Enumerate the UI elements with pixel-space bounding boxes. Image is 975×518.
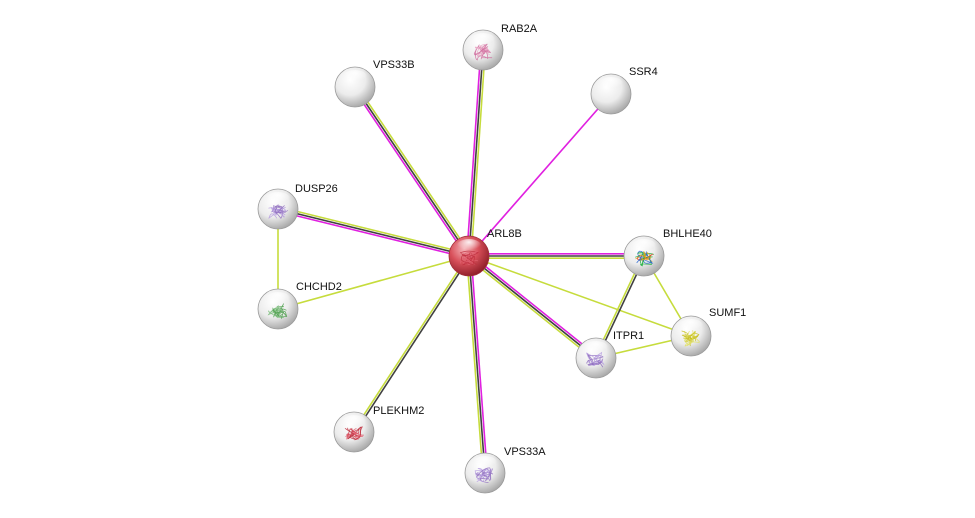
edge-channel-magenta [470,255,488,473]
node-label: VPS33A [504,446,546,458]
node-gloss [265,192,291,208]
node-label: DUSP26 [295,183,338,195]
node-arl8b[interactable]: ARL8B [448,228,522,277]
edge-channel-dark [468,255,597,359]
edge-channel-dark [468,255,486,474]
edge-arl8b-itpr1[interactable] [467,253,598,361]
node-gloss [470,33,496,49]
edge-channel-magenta [469,253,598,357]
edge-channel-magenta [468,93,612,257]
node-plekhm2[interactable]: PLEKHM2 [333,405,424,453]
edge-channel-yellow-green [470,50,486,257]
structure-strand [267,308,281,318]
node-ssr4[interactable]: SSR4 [590,66,658,115]
protein-structure-icon [267,303,288,319]
node-gloss [631,239,657,255]
edge-arl8b-ssr4[interactable] [468,93,612,257]
node-gloss [598,77,624,93]
edge-channel-yellow-green [277,255,470,310]
node-rab2a[interactable]: RAB2A [462,23,538,71]
edge-channel-yellow-green [278,206,470,255]
node-label: SSR4 [629,66,658,78]
edge-channel-dark [354,86,470,257]
edge-channel-dark [468,49,484,257]
protein-structure-icon [459,250,480,266]
edge-channel-dark [277,208,470,257]
edge-arl8b-dusp26[interactable] [277,206,470,259]
edge-channel-magenta [466,49,482,256]
node-gloss [265,292,291,308]
structure-strand [684,330,694,346]
node-label: CHCHD2 [296,281,342,293]
edge-channel-yellow-green [468,255,692,337]
edges-layer [277,49,692,474]
edge-arl8b-vps33b[interactable] [352,85,472,258]
node-label: VPS33B [373,59,415,71]
structure-strand [347,427,355,440]
edge-arl8b-plekhm2[interactable] [352,254,471,434]
protein-structure-icon [586,351,605,368]
edge-arl8b-bhlhe40[interactable] [469,253,644,260]
node-label: PLEKHM2 [373,405,424,417]
structure-strand [460,254,475,265]
node-label: SUMF1 [709,307,746,319]
structure-strand [639,251,650,260]
node-vps33b[interactable]: VPS33B [334,59,415,108]
node-gloss [456,239,482,255]
node-bhlhe40[interactable]: BHLHE40 [623,228,712,277]
structure-strand [272,307,287,319]
node-label: BHLHE40 [663,228,712,240]
edge-channel-magenta [352,87,468,258]
node-gloss [342,70,368,86]
structure-strand [475,49,493,61]
node-gloss [472,456,498,472]
node-label: RAB2A [501,23,538,35]
structure-strand [476,468,492,480]
node-sumf1[interactable]: SUMF1 [670,307,746,357]
edge-channel-yellow-green [466,256,484,474]
structure-strand [586,352,603,366]
edge-arl8b-chchd2[interactable] [277,255,470,310]
structure-strand [588,359,603,366]
edge-channel-yellow-green [352,254,469,432]
node-gloss [678,319,704,335]
node-dusp26[interactable]: DUSP26 [257,183,338,230]
node-gloss [583,341,609,357]
node-gloss [341,415,367,431]
node-vps33a[interactable]: VPS33A [464,446,546,494]
node-label: ARL8B [487,228,522,240]
edge-channel-magenta [277,210,469,259]
node-label: ITPR1 [613,330,644,342]
edge-arl8b-vps33a[interactable] [466,255,488,474]
node-chchd2[interactable]: CHCHD2 [257,281,342,330]
node-itpr1[interactable]: ITPR1 [575,330,644,379]
edge-channel-dark [354,256,471,434]
edge-channel-yellow-green [356,85,472,256]
edge-arl8b-sumf1[interactable] [468,255,692,337]
edge-arl8b-rab2a[interactable] [466,49,486,257]
edge-channel-yellow-green [467,257,596,361]
